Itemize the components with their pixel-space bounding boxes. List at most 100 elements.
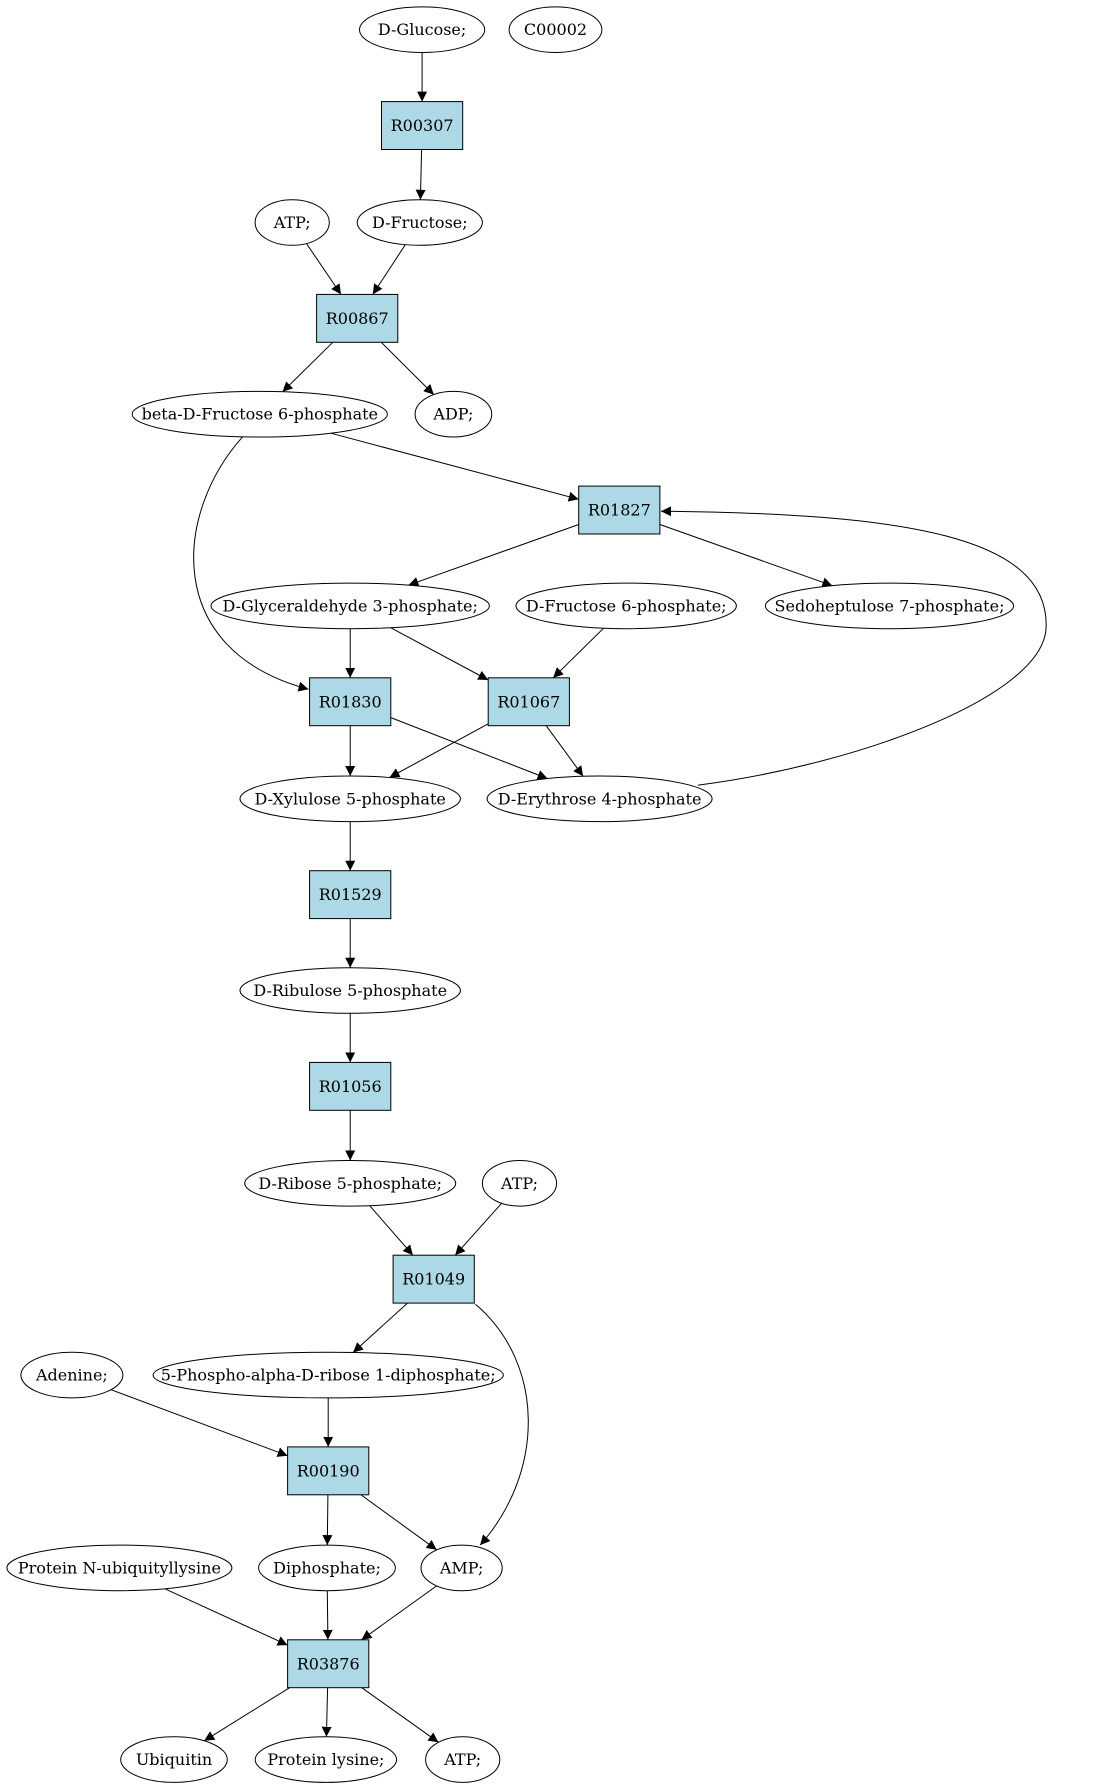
- edge-diphosphate-to-R03876: [322, 1590, 333, 1640]
- compound-node-s7p: Sedoheptulose 7-phosphate;: [764, 582, 1015, 630]
- edge-amp-to-R03876: [361, 1585, 437, 1641]
- node-label: ATP;: [273, 213, 311, 232]
- compound-node-f6p: D-Fructose 6-phosphate;: [515, 582, 737, 630]
- reaction-node-r01049: R01049: [392, 1254, 475, 1304]
- edge-e4p-to-R01827: [660, 506, 1047, 786]
- node-label: R00867: [326, 309, 389, 328]
- compound-ellipse: [244, 1160, 457, 1207]
- compound-ellipse: [359, 6, 486, 53]
- node-label: R03876: [297, 1654, 360, 1673]
- compound-ellipse: [425, 1736, 501, 1783]
- node-label: ADP;: [432, 405, 473, 424]
- node-label: R01056: [319, 1077, 382, 1096]
- compound-node-x5p: D-Xylulose 5-phosphate: [239, 775, 461, 823]
- compound-ellipse: [481, 1160, 558, 1207]
- reaction-box: [316, 293, 399, 343]
- compound-node-r5p: D-Ribose 5-phosphate;: [244, 1160, 457, 1207]
- node-label: ATP;: [500, 1174, 538, 1193]
- reaction-box: [381, 101, 464, 150]
- compound-node-diphosphate: Diphosphate;: [258, 1544, 396, 1592]
- edge-R03876-to-plys: [321, 1687, 332, 1737]
- node-label: D-Fructose;: [372, 213, 468, 232]
- node-label: Protein N-ubiquityllysine: [18, 1558, 221, 1577]
- edge-R00867-to-adp: [380, 341, 435, 395]
- compound-node-fructose: D-Fructose;: [356, 199, 483, 246]
- node-label: AMP;: [439, 1558, 484, 1577]
- node-label: Ubiquitin: [136, 1750, 212, 1769]
- compound-node-e4p: D-Erythrose 4-phosphate: [486, 775, 713, 823]
- compound-ellipse: [420, 1544, 503, 1592]
- compound-ellipse: [131, 390, 388, 438]
- compound-node-g3p: D-Glyceraldehyde 3-phosphate;: [210, 582, 490, 630]
- compound-ellipse: [258, 1544, 396, 1592]
- compound-node-ubiquitin: Ubiquitin: [120, 1736, 228, 1783]
- compound-ellipse: [508, 6, 603, 53]
- node-label: C00002: [524, 20, 587, 39]
- node-label: R01049: [402, 1270, 465, 1289]
- compound-node-bf6p: beta-D-Fructose 6-phosphate: [131, 390, 388, 438]
- reaction-box: [287, 1446, 370, 1496]
- edge-bf6p-to-R01827: [330, 432, 579, 502]
- edge-atp1-to-R00867: [306, 243, 342, 295]
- reaction-box: [392, 1254, 475, 1304]
- edge-atp2-to-R01049: [454, 1202, 502, 1256]
- node-label: D-Erythrose 4-phosphate: [498, 789, 702, 808]
- reaction-node-r01529: R01529: [309, 870, 392, 920]
- compound-node-ru5p: D-Ribulose 5-phosphate: [239, 967, 461, 1014]
- node-label: D-Glyceraldehyde 3-phosphate;: [222, 596, 477, 615]
- node-label: beta-D-Fructose 6-phosphate: [142, 405, 378, 424]
- node-label: Protein lysine;: [267, 1750, 384, 1769]
- compound-ellipse: [515, 582, 737, 630]
- node-label: D-Fructose 6-phosphate;: [526, 596, 727, 615]
- compound-ellipse: [210, 582, 490, 630]
- edge-R00190-to-amp: [360, 1494, 437, 1551]
- edge-g3p-to-R01067: [390, 627, 489, 681]
- reaction-box: [309, 677, 392, 727]
- compound-node-c00002: C00002: [508, 6, 603, 53]
- compound-ellipse: [239, 967, 461, 1014]
- compound-ellipse: [20, 1351, 124, 1399]
- reaction-node-r03876: R03876: [287, 1639, 370, 1689]
- node-label: R01529: [319, 885, 382, 904]
- node-label: D-Glucose;: [378, 20, 466, 39]
- compound-ellipse: [6, 1544, 233, 1592]
- compound-node-atp3: ATP;: [425, 1736, 501, 1783]
- compound-ellipse: [414, 390, 493, 438]
- node-label: D-Ribulose 5-phosphate: [253, 981, 447, 1000]
- edge-r5p-to-R01049: [369, 1205, 414, 1256]
- node-label: D-Ribose 5-phosphate;: [258, 1174, 442, 1193]
- compound-node-glucose: D-Glucose;: [359, 6, 486, 53]
- edge-R01067-to-x5p: [389, 723, 489, 778]
- node-label: R01067: [497, 692, 560, 711]
- reaction-box: [487, 677, 570, 727]
- compound-node-plys: Protein lysine;: [254, 1736, 398, 1783]
- edge-R01049-to-amp: [475, 1303, 529, 1546]
- edge-R03876-to-atp3: [361, 1687, 439, 1743]
- node-label: R00190: [297, 1461, 360, 1480]
- reaction-node-r01067: R01067: [487, 677, 570, 727]
- compound-ellipse: [356, 199, 483, 246]
- edge-R03876-to-ubiquitin: [203, 1687, 290, 1742]
- edge-fructose-to-R00867: [372, 244, 406, 295]
- node-label: D-Xylulose 5-phosphate: [255, 789, 446, 808]
- node-label: 5-Phospho-alpha-D-ribose 1-diphosphate;: [161, 1366, 496, 1385]
- reaction-box: [287, 1639, 370, 1689]
- reaction-node-r01056: R01056: [309, 1061, 392, 1111]
- compound-node-amp: AMP;: [420, 1544, 503, 1592]
- edge-R00307-to-fructose: [415, 149, 426, 200]
- compound-ellipse: [120, 1736, 228, 1783]
- edge-adenine-to-R00190: [110, 1389, 288, 1457]
- edge-R01049-to-prpp: [352, 1302, 408, 1353]
- reaction-node-r00190: R00190: [287, 1446, 370, 1496]
- edge-f6p-to-R01067: [552, 627, 604, 679]
- compound-node-adenine: Adenine;: [20, 1351, 124, 1399]
- compound-node-adp: ADP;: [414, 390, 493, 438]
- edge-R01067-to-e4p: [545, 725, 584, 777]
- node-label: ATP;: [443, 1750, 481, 1769]
- compound-node-atp2: ATP;: [481, 1160, 558, 1207]
- edge-R01827-to-s7p: [659, 524, 833, 588]
- edge-R01830-to-e4p: [390, 717, 548, 780]
- reaction-box: [309, 870, 392, 920]
- node-label: Diphosphate;: [273, 1558, 381, 1577]
